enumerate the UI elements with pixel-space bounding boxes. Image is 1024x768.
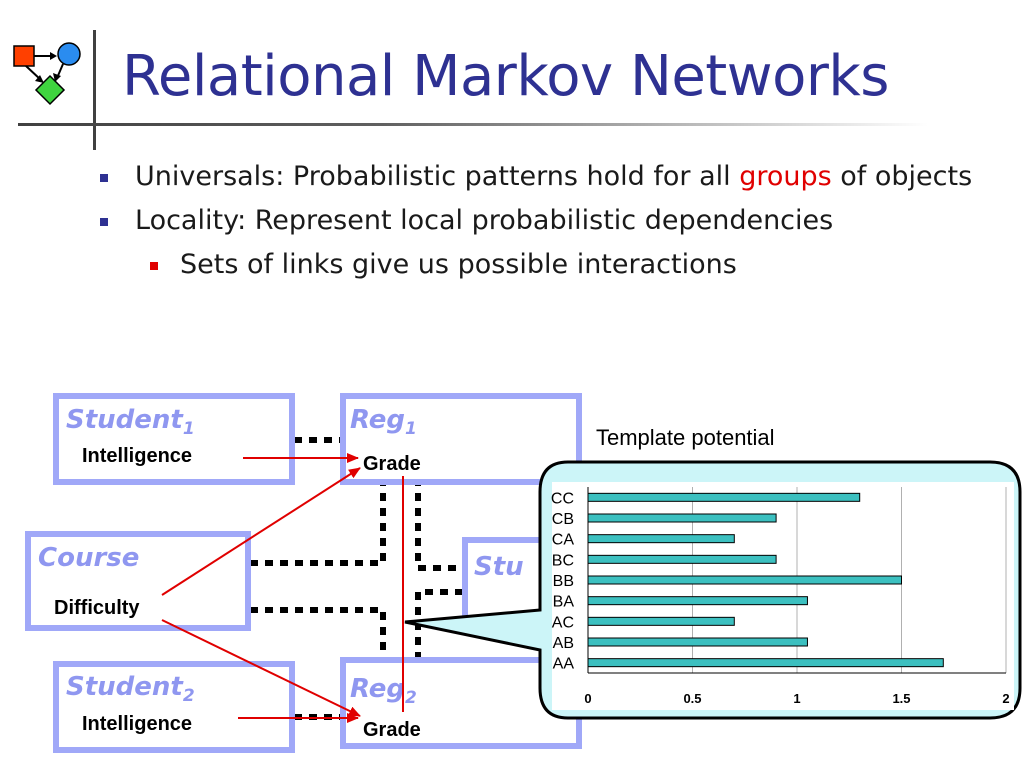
reg2-title: Reg [350, 674, 405, 704]
slide-logo [10, 38, 90, 112]
dependency-arrows [161, 453, 404, 723]
student1-sub: 1 [183, 419, 195, 439]
category-label: CA [552, 532, 575, 549]
sub-bullet-links: Sets of links give us possible interacti… [100, 248, 980, 282]
bar-ac [587, 616, 735, 626]
bullet-list: Universals: Probabilistic patterns hold … [100, 160, 980, 282]
link-reg2-student [415, 589, 465, 660]
bar-cc [587, 492, 861, 502]
bullet-locality: Locality: Represent local probabilistic … [100, 204, 980, 238]
category-label: AC [552, 614, 574, 631]
bullet-text: Universals: Probabilistic patterns hold … [135, 161, 740, 192]
x-tick-label: 0.5 [683, 691, 701, 706]
student1-title: Student [66, 405, 184, 435]
x-tick-label: 2 [1002, 691, 1009, 706]
x-tick-label: 0 [584, 691, 591, 706]
link-course-reg1 [250, 478, 386, 566]
student2-box: Student2 Intelligence [53, 661, 295, 753]
link-course-reg2 [250, 607, 386, 660]
reg1-title: Reg [350, 405, 405, 435]
category-label: AA [553, 656, 575, 673]
bullet-text: Locality: Represent local probabilistic … [135, 205, 834, 236]
reg2-grade: Grade [363, 719, 421, 741]
sub-bullet-text: Sets of links give us possible interacti… [180, 249, 737, 280]
svg-text:Student2: Student2 [66, 672, 195, 706]
student1-box: Student1 Intelligence [53, 393, 295, 485]
x-tick-label: 1 [793, 691, 800, 706]
bullet-marker-icon [100, 174, 108, 182]
reg1-sub: 1 [405, 419, 417, 439]
arrow-diff-grade1 [161, 467, 361, 596]
bar-cb [587, 513, 777, 523]
bar-ab [587, 637, 808, 647]
category-label: BA [553, 594, 575, 611]
student2-sub: 2 [183, 686, 195, 706]
category-label: AB [553, 635, 574, 652]
student1-intelligence: Intelligence [82, 445, 192, 467]
svg-text:Reg1: Reg1 [350, 405, 417, 439]
bar-bb [587, 575, 902, 585]
template-potential-callout [404, 460, 1022, 720]
category-label: CB [552, 511, 574, 528]
category-label: BC [552, 552, 574, 569]
bar-aa [587, 658, 944, 668]
bar-ca [587, 534, 735, 544]
bullet-universals: Universals: Probabilistic patterns hold … [100, 160, 980, 194]
course-difficulty: Difficulty [54, 597, 140, 619]
chart-title: Template potential [596, 425, 775, 450]
reg1-grade: Grade [363, 453, 421, 475]
link-reg1-student [415, 478, 465, 571]
title-vertical-rule [93, 30, 96, 150]
bullet-marker-icon [100, 218, 108, 226]
reg2-box: Reg2 Grade [340, 657, 582, 749]
category-label: BB [553, 573, 574, 590]
course-box: Course Difficulty [25, 531, 251, 631]
arrow-diff-grade2 [161, 619, 361, 717]
reg1-box: Reg1 Grade [340, 393, 582, 485]
reg2-sub: 2 [405, 688, 417, 708]
x-tick-label: 1.5 [892, 691, 910, 706]
logo-circle-icon [57, 42, 81, 66]
logo-diamond-icon [34, 74, 66, 106]
student2-intelligence: Intelligence [82, 713, 192, 735]
bar-ba [587, 596, 808, 606]
student2-title: Student [66, 672, 184, 702]
svg-text:Student1: Student1 [66, 405, 195, 439]
bullet-highlight: groups [739, 161, 832, 192]
bullet-text-end: of objects [831, 161, 973, 192]
category-label: CC [551, 490, 574, 507]
bar-bc [587, 554, 777, 564]
sub-bullet-marker-icon [150, 262, 158, 270]
slide-title: Relational Markov Networks [122, 44, 889, 109]
template-potential-chart: 0 0.5 1 1.5 2 CC CB CA BC BB BA AC AB AA [551, 487, 1010, 706]
title-horizontal-rule [18, 123, 928, 126]
student-middle-title: Stu [474, 552, 524, 582]
svg-text:Reg2: Reg2 [350, 674, 417, 708]
course-title: Course [38, 543, 139, 573]
